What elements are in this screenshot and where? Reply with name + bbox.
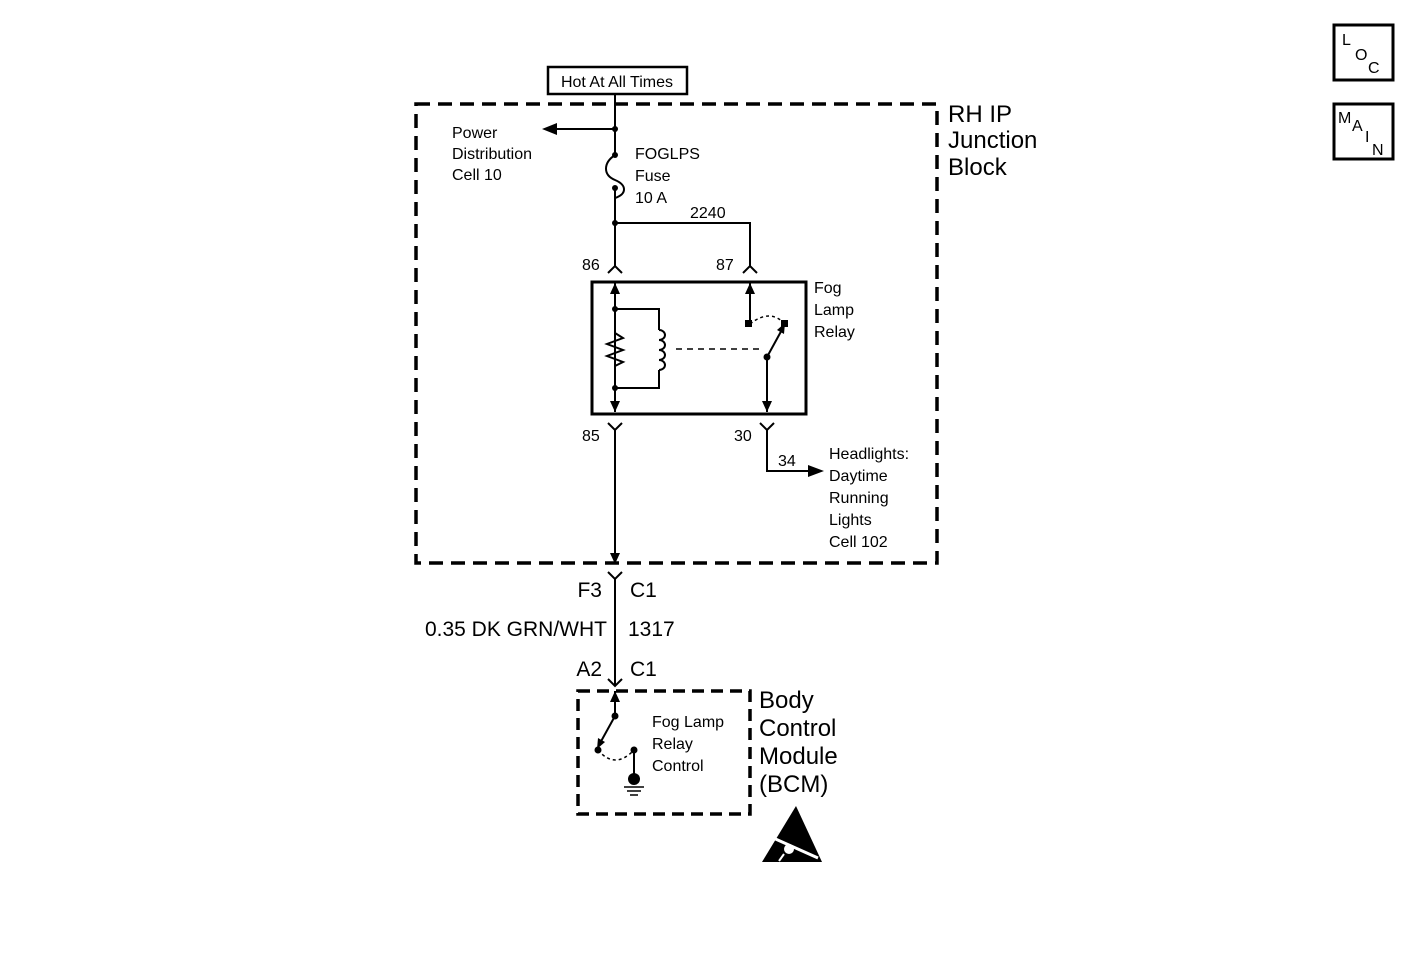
pin-30-label: 30 [734, 428, 752, 445]
svg-text:Lamp: Lamp [814, 302, 854, 319]
fuse-symbol [605, 152, 625, 266]
svg-text:I: I [1365, 129, 1369, 146]
svg-text:Fog: Fog [814, 280, 842, 297]
connector-top-conn: C1 [630, 579, 657, 602]
headlights-ref: Headlights: Daytime Running Lights Cell … [829, 446, 909, 551]
svg-text:Module: Module [759, 743, 838, 770]
fog-lamp-relay-box [590, 280, 808, 416]
relay-coil-circuit [604, 283, 666, 412]
pin-86-label: 86 [582, 257, 600, 274]
relay-name: Fog Lamp Relay [814, 280, 855, 341]
svg-text:FOGLPS: FOGLPS [635, 146, 700, 163]
power-source-label: Hot At All Times [546, 65, 689, 96]
svg-text:Control: Control [652, 758, 704, 775]
connector-top-pin: F3 [577, 579, 602, 602]
arrow-right-icon [808, 465, 824, 477]
svg-text:Running: Running [829, 490, 889, 507]
wire-34 [766, 430, 824, 477]
svg-text:Lights: Lights [829, 512, 872, 529]
svg-text:Relay: Relay [814, 324, 855, 341]
junction-block-border [414, 102, 939, 565]
relay-switch [745, 283, 788, 412]
svg-text:Body: Body [759, 687, 814, 714]
bcm-function-label: Fog Lamp Relay Control [652, 714, 724, 775]
wire-gauge-color: 0.35 DK GRN/WHT [425, 618, 607, 641]
svg-text:O: O [1355, 47, 1367, 64]
svg-text:Cell 102: Cell 102 [829, 534, 888, 551]
wire-labels: 0.35 DK GRN/WHT 1317 [425, 618, 675, 641]
svg-text:Control: Control [759, 715, 836, 742]
svg-text:Cell 10: Cell 10 [452, 167, 502, 184]
power-source-text: Hot At All Times [561, 74, 673, 91]
wire-2240-label: 2240 [690, 205, 726, 222]
arrow-left-icon [542, 123, 557, 135]
svg-text:Block: Block [948, 154, 1008, 181]
power-distribution-ref: Power Distribution Cell 10 [452, 125, 532, 184]
connector-bottom-pin: A2 [576, 658, 602, 681]
connector-top-labels: F3 C1 [577, 579, 656, 602]
power-distribution-branch [542, 123, 615, 135]
svg-text:N: N [1372, 142, 1384, 159]
svg-text:(BCM): (BCM) [759, 771, 828, 798]
coil-symbol [658, 329, 666, 371]
bcm-title: Body Control Module (BCM) [759, 687, 838, 798]
pin-85-label: 85 [582, 428, 600, 445]
svg-text:Headlights:: Headlights: [829, 446, 909, 463]
svg-text:Distribution: Distribution [452, 146, 532, 163]
fuse-label: FOGLPS Fuse 10 A [635, 146, 700, 207]
esd-warning-icon [762, 806, 822, 862]
svg-text:Relay: Relay [652, 736, 693, 753]
ground-icon [628, 773, 640, 785]
svg-text:10 A: 10 A [635, 190, 667, 207]
wire-2240 [612, 220, 751, 266]
svg-text:Fog Lamp: Fog Lamp [652, 714, 724, 731]
svg-text:Daytime: Daytime [829, 468, 888, 485]
connector-bottom-labels: A2 C1 [576, 658, 657, 681]
pin-85-connector [607, 422, 623, 432]
wire-1317 [607, 430, 623, 688]
svg-text:L: L [1342, 32, 1351, 49]
svg-text:M: M [1338, 110, 1351, 127]
svg-text:Junction: Junction [948, 127, 1037, 154]
bcm-border [576, 689, 752, 816]
svg-text:Power: Power [452, 125, 498, 142]
bcm-switch [594, 691, 644, 796]
pin-87-label: 87 [716, 257, 734, 274]
svg-text:Fuse: Fuse [635, 168, 671, 185]
svg-text:C: C [1368, 60, 1380, 77]
loc-button[interactable]: L O C [1332, 23, 1395, 82]
svg-text:A: A [1352, 118, 1363, 135]
pin-30-connector [759, 422, 775, 432]
main-button[interactable]: M A I N [1332, 102, 1395, 161]
pin-87-connector [742, 264, 758, 274]
pin-86-connector [607, 264, 623, 274]
resistor-symbol [604, 332, 626, 367]
wire-34-label: 34 [778, 453, 796, 470]
connector-bottom-conn: C1 [630, 658, 657, 681]
wire-circuit-number: 1317 [628, 618, 675, 641]
junction-block-title: RH IP Junction Block [948, 101, 1037, 181]
svg-text:RH IP: RH IP [948, 101, 1012, 128]
